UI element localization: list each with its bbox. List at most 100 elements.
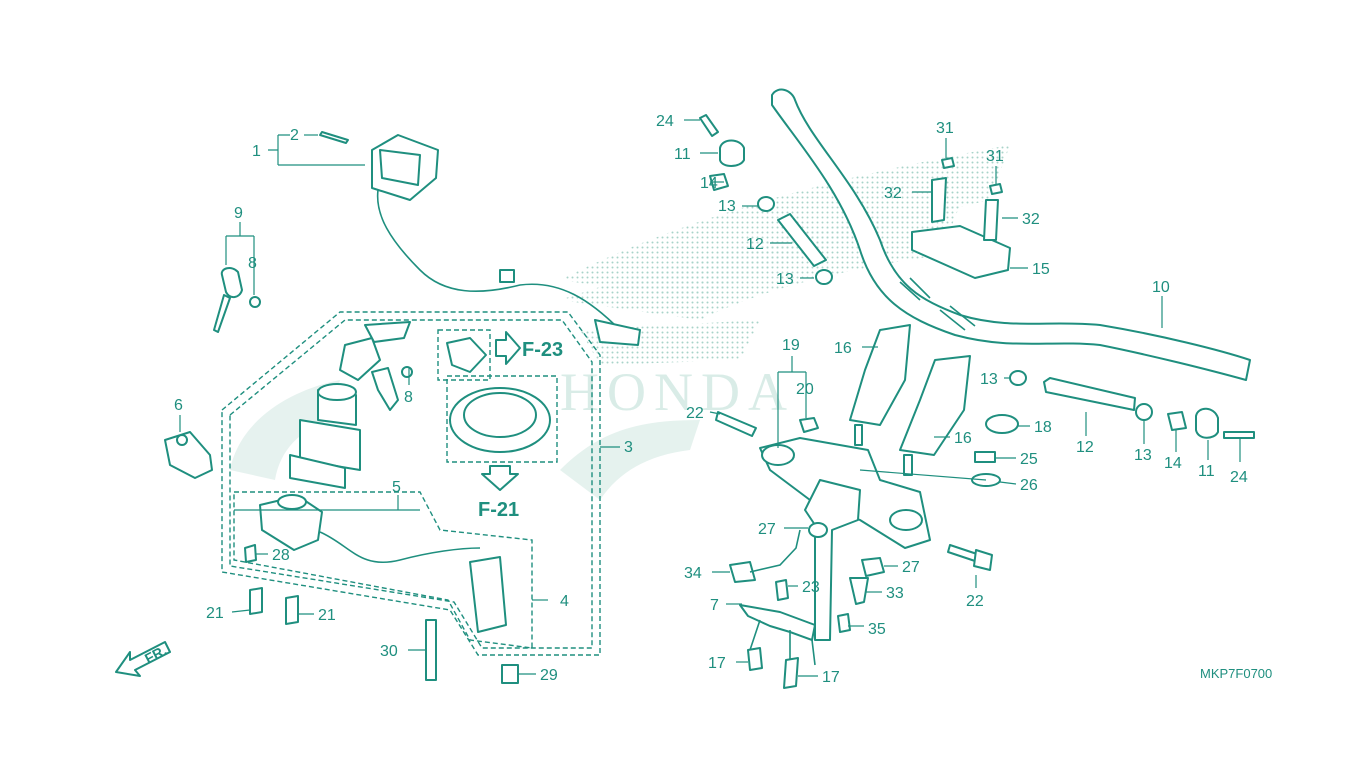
fuel-cap-box (446, 375, 558, 463)
f23-box (437, 329, 491, 381)
leader-lines (179, 119, 1241, 677)
part-weight-11a[interactable] (719, 139, 745, 167)
callout-6: 6 (174, 397, 183, 414)
part-collar-27a[interactable] (808, 522, 828, 538)
callout-7: 7 (710, 597, 719, 614)
callout-31: 31 (936, 120, 954, 137)
part-stay-33[interactable] (849, 577, 869, 605)
part-collar-13d[interactable] (1135, 403, 1153, 421)
part-collar-13b[interactable] (815, 269, 833, 285)
callout-8: 8 (248, 255, 257, 272)
callout-16: 16 (954, 430, 972, 447)
callout-20: 20 (796, 381, 814, 398)
callout-14: 14 (700, 175, 718, 192)
part-rod-12a[interactable] (777, 213, 827, 267)
part-bracket-7[interactable] (739, 604, 816, 641)
part-bracket-34[interactable] (729, 561, 756, 583)
callout-2: 2 (290, 127, 299, 144)
part-clip-29[interactable] (501, 664, 519, 684)
part-bolt-17a[interactable] (747, 647, 763, 671)
callout-11: 11 (1198, 463, 1215, 480)
part-washer-31a[interactable] (941, 157, 955, 169)
part-washer-31b[interactable] (989, 183, 1003, 195)
part-bolt-24a[interactable] (699, 114, 719, 137)
part-bolt-22a[interactable] (715, 411, 757, 437)
part-cap-18[interactable] (985, 414, 1019, 434)
watermark-honda-text: HONDA (560, 362, 795, 422)
part-screw-28[interactable] (244, 544, 257, 563)
part-lock-cylinder[interactable] (446, 337, 487, 373)
part-pin-30[interactable] (425, 619, 437, 681)
part-key-9[interactable] (213, 267, 243, 333)
callout-13: 13 (1134, 447, 1152, 464)
callout-35: 35 (868, 621, 886, 638)
part-pin-2[interactable] (319, 131, 349, 144)
callout-18: 18 (1034, 419, 1052, 436)
drawing-code: MKP7F0700 (1200, 666, 1272, 681)
part-washer-8b[interactable] (401, 366, 413, 378)
callout-14: 14 (1164, 455, 1182, 472)
callout-1: 1 (252, 143, 261, 160)
callout-30: 30 (380, 643, 398, 660)
part-steering-stem[interactable] (804, 479, 861, 641)
part-bolt-23[interactable] (775, 579, 789, 601)
part-bolt-32a[interactable] (931, 177, 947, 223)
part-nut-27b[interactable] (861, 557, 885, 577)
callout-9: 9 (234, 205, 243, 222)
part-holder-16a[interactable] (849, 324, 911, 426)
callout-labels: 1 2 9 8 8 6 5 3 4 28 21 21 30 29 24 11 1… (174, 113, 1248, 686)
part-washer-8a[interactable] (249, 296, 261, 308)
callout-31: 31 (986, 148, 1004, 165)
part-bolt-17b[interactable] (783, 657, 799, 689)
callout-22: 22 (686, 405, 704, 422)
part-bolt-24b[interactable] (1223, 431, 1255, 439)
part-bolt-21b[interactable] (285, 595, 299, 625)
callout-10: 10 (1152, 279, 1170, 296)
callout-28: 28 (272, 547, 290, 564)
part-stud-16b[interactable] (903, 454, 913, 476)
part-fuel-cap[interactable] (449, 387, 551, 453)
callout-12: 12 (746, 236, 764, 253)
callout-15: 15 (1032, 261, 1050, 278)
assembly-5-boundary (233, 491, 533, 649)
part-nut-14b[interactable] (1167, 411, 1187, 431)
callout-3: 3 (624, 439, 633, 456)
part-bolt-35[interactable] (837, 613, 851, 633)
part-holder-16b[interactable] (899, 355, 971, 456)
callout-4: 4 (560, 593, 569, 610)
part-nut-22b[interactable] (973, 549, 993, 571)
part-handlebar-10[interactable] (771, 88, 1251, 381)
callout-32: 32 (884, 185, 902, 202)
callout-34: 34 (684, 565, 702, 582)
part-washer-20[interactable] (799, 417, 819, 433)
callout-24: 24 (1230, 469, 1248, 486)
part-stud-16a[interactable] (854, 424, 863, 446)
assembly-3-inner-boundary (229, 319, 593, 649)
callout-26: 26 (1020, 477, 1038, 494)
part-collar-13c[interactable] (1009, 370, 1027, 386)
callout-13: 13 (980, 371, 998, 388)
reference-f23: F-23 (522, 339, 563, 361)
callout-17: 17 (708, 655, 726, 672)
part-clamp-6[interactable] (164, 431, 213, 479)
callout-22: 22 (966, 593, 984, 610)
callout-8: 8 (404, 389, 413, 406)
callout-33: 33 (886, 585, 904, 602)
callout-11: 11 (674, 146, 691, 163)
part-switch-cable[interactable] (371, 134, 641, 346)
callout-16: 16 (834, 340, 852, 357)
front-direction-arrow: FR. (115, 641, 171, 677)
callout-24: 24 (656, 113, 674, 130)
part-rod-12b[interactable] (1043, 377, 1136, 411)
callout-17: 17 (822, 669, 840, 686)
part-weight-11b[interactable] (1195, 407, 1219, 439)
part-ignition-switch[interactable] (289, 321, 411, 489)
part-bolt-32b[interactable] (983, 199, 999, 241)
part-bolt-21a[interactable] (249, 587, 263, 615)
callout-25: 25 (1020, 451, 1038, 468)
part-nut-25[interactable] (974, 451, 996, 463)
part-collar-13a[interactable] (757, 196, 775, 212)
arrow-to-f21 (481, 465, 519, 491)
